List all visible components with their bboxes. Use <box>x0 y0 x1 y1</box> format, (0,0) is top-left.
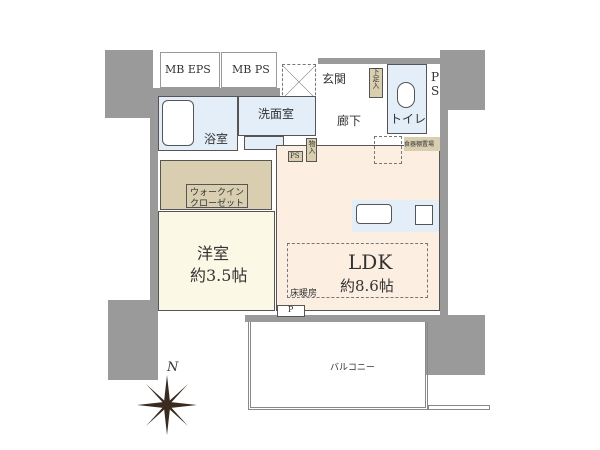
shoe-area <box>282 64 316 100</box>
balcony-rail <box>428 405 490 410</box>
bathtub-icon <box>162 100 194 146</box>
hallway-label: 廊下 <box>337 114 362 128</box>
stove-icon <box>415 205 433 225</box>
western-room-label: 洋室 <box>197 244 230 263</box>
wash-basin <box>244 136 284 150</box>
column-right-top <box>440 50 485 110</box>
toilet-icon <box>397 82 415 108</box>
column-left <box>105 50 153 118</box>
column-left-bottom <box>108 300 158 380</box>
wall-left <box>150 88 158 318</box>
cupboard-label: 食器棚置場 <box>404 141 435 148</box>
pipe-space <box>277 305 305 317</box>
ps-small-label: PS <box>290 152 300 160</box>
compass-north-label: N <box>167 360 179 375</box>
storage[interactable] <box>306 138 317 162</box>
storage-label: 物入 <box>308 140 316 154</box>
mb-eps-label: MB EPS <box>165 63 211 76</box>
balcony-label: バルコニー <box>330 363 375 373</box>
walk-in-closet-label-2: クローゼット <box>190 199 245 209</box>
mb-eps[interactable] <box>160 52 220 88</box>
ps-label-p: P <box>431 70 440 84</box>
wall-top-left <box>150 88 280 96</box>
ldk-size: 約8.6帖 <box>340 277 394 295</box>
washroom-label: 洗面室 <box>258 107 295 121</box>
column-right-bottom <box>425 315 485 375</box>
ps-label-s: S <box>431 84 440 98</box>
ldk-label: LDK <box>348 250 393 274</box>
wall-top-right <box>318 58 448 64</box>
floor-heating-area <box>287 243 428 298</box>
walk-in-closet-label-box <box>186 184 248 208</box>
western-room-size: 約3.5帖 <box>190 266 248 285</box>
balcony <box>248 322 428 410</box>
mb-ps-label: MB PS <box>232 63 270 76</box>
toilet-label: トイレ <box>390 112 427 126</box>
shoe-storage[interactable] <box>369 68 383 98</box>
floor-heating-label: 床暖房 <box>290 289 318 299</box>
wall-bottom <box>245 315 430 322</box>
pipe-space-label: P <box>288 305 294 314</box>
walk-in-closet-label-1: ウォークイン <box>190 188 245 198</box>
ps-small-box <box>288 151 303 162</box>
cupboard-space <box>374 136 402 164</box>
compass-icon <box>137 375 197 435</box>
wall-right <box>440 60 448 322</box>
entrance-label: 玄関 <box>322 72 347 86</box>
toilet-room <box>387 64 427 134</box>
bathroom-label: 浴室 <box>204 132 229 146</box>
walk-in-closet <box>160 160 272 210</box>
mb-ps[interactable] <box>221 52 277 88</box>
shoe-storage-label: 下足入 <box>372 68 380 89</box>
western-room <box>158 211 275 311</box>
cupboard-label-box <box>404 137 440 151</box>
washroom <box>238 96 316 136</box>
sink-icon <box>356 204 392 224</box>
